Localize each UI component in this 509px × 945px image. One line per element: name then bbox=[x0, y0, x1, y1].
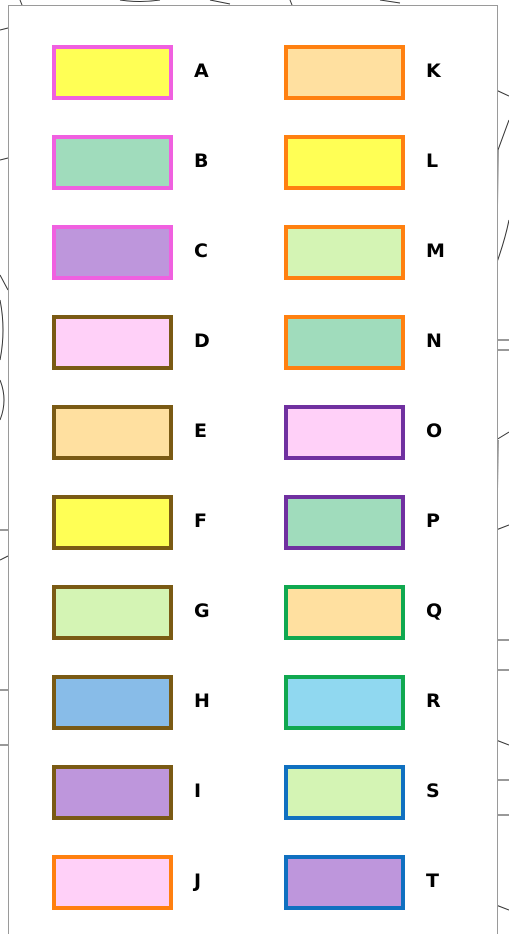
legend-item: N bbox=[284, 315, 499, 370]
color-swatch bbox=[52, 135, 173, 190]
legend-label: E bbox=[194, 420, 207, 442]
legend-label: H bbox=[194, 690, 210, 712]
legend-label: T bbox=[426, 870, 439, 892]
color-swatch bbox=[52, 495, 173, 550]
color-swatch bbox=[284, 315, 405, 370]
legend-label: P bbox=[426, 510, 440, 532]
legend-item: F bbox=[52, 495, 267, 550]
color-swatch bbox=[284, 135, 405, 190]
color-swatch bbox=[52, 855, 173, 910]
color-swatch bbox=[284, 585, 405, 640]
legend-label: C bbox=[194, 240, 208, 262]
legend-item: L bbox=[284, 135, 499, 190]
legend-label: J bbox=[194, 870, 202, 892]
legend-item: D bbox=[52, 315, 267, 370]
legend-item: O bbox=[284, 405, 499, 460]
legend-item: E bbox=[52, 405, 267, 460]
color-swatch bbox=[52, 675, 173, 730]
legend-item: J bbox=[52, 855, 267, 910]
color-swatch bbox=[52, 315, 173, 370]
color-swatch bbox=[284, 45, 405, 100]
legend-label: F bbox=[194, 510, 207, 532]
color-swatch bbox=[284, 855, 405, 910]
legend-item: P bbox=[284, 495, 499, 550]
legend-label: R bbox=[426, 690, 441, 712]
legend-label: N bbox=[426, 330, 442, 352]
color-swatch bbox=[284, 675, 405, 730]
color-swatch bbox=[52, 585, 173, 640]
color-swatch bbox=[284, 765, 405, 820]
color-swatch bbox=[52, 405, 173, 460]
legend-item: H bbox=[52, 675, 267, 730]
legend-item: G bbox=[52, 585, 267, 640]
legend-item: T bbox=[284, 855, 499, 910]
legend-label: K bbox=[426, 60, 441, 82]
legend-panel: A B C D E F G H bbox=[8, 5, 498, 934]
legend-label: S bbox=[426, 780, 440, 802]
color-swatch bbox=[284, 225, 405, 280]
legend-item: M bbox=[284, 225, 499, 280]
legend-label: A bbox=[194, 60, 209, 82]
legend-item: C bbox=[52, 225, 267, 280]
legend-column-left: A B C D E F G H bbox=[52, 45, 267, 945]
legend-item: I bbox=[52, 765, 267, 820]
legend-label: D bbox=[194, 330, 210, 352]
color-swatch bbox=[52, 225, 173, 280]
legend-label: L bbox=[426, 150, 439, 172]
legend-item: K bbox=[284, 45, 499, 100]
color-swatch bbox=[284, 495, 405, 550]
legend-label: Q bbox=[426, 600, 443, 622]
legend-column-right: K L M N O P Q R bbox=[284, 45, 499, 945]
color-swatch bbox=[52, 45, 173, 100]
legend-label: G bbox=[194, 600, 210, 622]
legend-label: I bbox=[194, 780, 202, 802]
legend-item: R bbox=[284, 675, 499, 730]
legend-label: B bbox=[194, 150, 209, 172]
legend-item: B bbox=[52, 135, 267, 190]
legend-label: M bbox=[426, 240, 445, 262]
legend-item: A bbox=[52, 45, 267, 100]
legend-item: S bbox=[284, 765, 499, 820]
color-swatch bbox=[52, 765, 173, 820]
legend-item: Q bbox=[284, 585, 499, 640]
color-swatch bbox=[284, 405, 405, 460]
legend-label: O bbox=[426, 420, 443, 442]
